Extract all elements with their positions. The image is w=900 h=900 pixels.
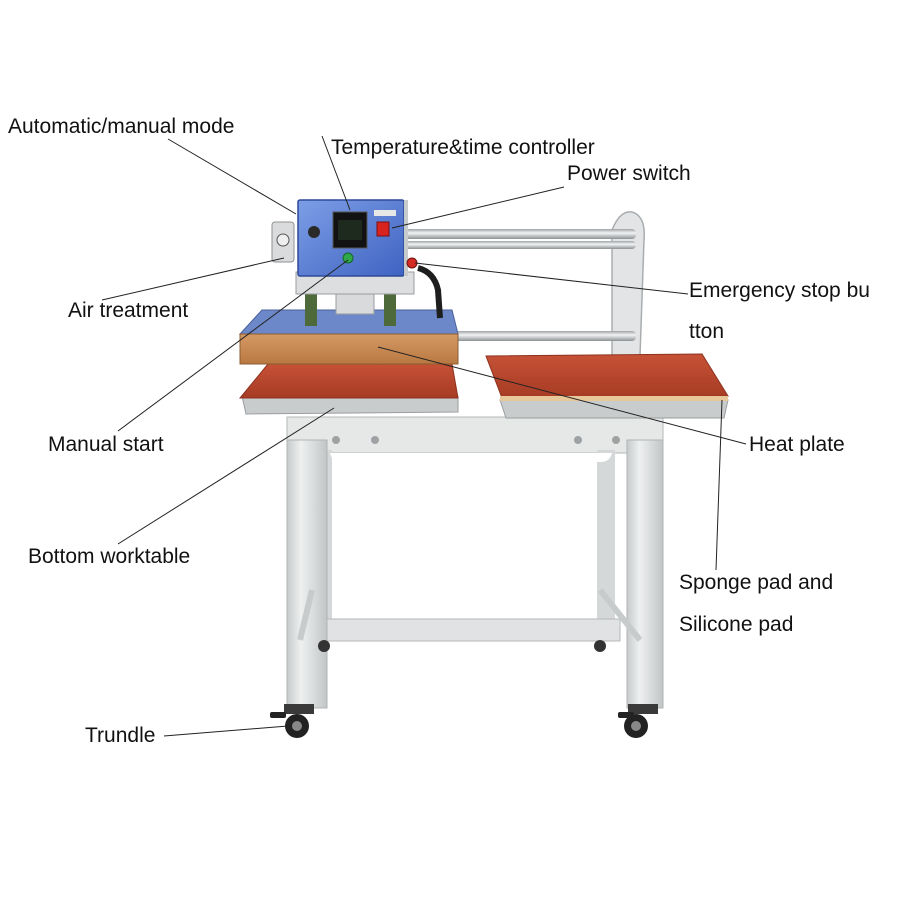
leader-trundle bbox=[163, 725, 289, 737]
table-arch bbox=[330, 453, 612, 462]
leader-air-treatment bbox=[101, 257, 285, 301]
leader-heat-plate bbox=[377, 346, 747, 445]
bolt bbox=[612, 436, 620, 444]
label-sponge-pad-line1: Sponge pad and bbox=[679, 571, 834, 594]
leader-temp-controller bbox=[321, 135, 351, 211]
leader-auto-manual bbox=[167, 138, 297, 215]
left-bottom-plate bbox=[241, 395, 459, 415]
leader-power-switch bbox=[391, 186, 565, 229]
label-emergency-stop-line2: tton bbox=[689, 320, 725, 343]
label-trundle: Trundle bbox=[85, 724, 156, 747]
lower-rail bbox=[440, 331, 636, 341]
label-temp-time-controller: Temperature&time controller bbox=[331, 136, 595, 159]
leader-sponge-pad bbox=[715, 399, 723, 571]
caster-back-left bbox=[318, 640, 330, 652]
label-air-treatment: Air treatment bbox=[68, 299, 189, 322]
label-heat-plate: Heat plate bbox=[749, 433, 845, 456]
back-leg-right bbox=[597, 450, 615, 640]
front-leg-left bbox=[286, 439, 328, 709]
caster-back-right bbox=[594, 640, 606, 652]
spring-left bbox=[305, 292, 317, 326]
leader-lines bbox=[101, 135, 747, 737]
table-top-beam bbox=[286, 416, 664, 454]
leader-bottom-worktable bbox=[117, 407, 335, 545]
side-brace-left bbox=[297, 589, 315, 641]
left-silicone-pad bbox=[238, 363, 459, 399]
bolt bbox=[371, 436, 379, 444]
caster-front-right bbox=[618, 704, 658, 738]
side-brace-right bbox=[597, 588, 643, 642]
label-emergency-stop-line1: Emergency stop bu bbox=[689, 279, 870, 302]
lower-crossbar bbox=[319, 618, 621, 642]
air-hose bbox=[417, 265, 443, 319]
bolt bbox=[574, 436, 582, 444]
tag-plate bbox=[374, 210, 396, 216]
leader-manual-start bbox=[117, 259, 349, 432]
label-auto-manual-mode: Automatic/manual mode bbox=[8, 115, 235, 138]
machine-illustration bbox=[238, 199, 729, 738]
caster-front-left bbox=[270, 704, 314, 738]
label-power-switch: Power switch bbox=[567, 162, 691, 185]
label-bottom-worktable: Bottom worktable bbox=[28, 545, 191, 568]
spring-right bbox=[384, 292, 396, 326]
air-gauge bbox=[276, 233, 290, 247]
upper-rail-2 bbox=[404, 241, 636, 249]
side-panel bbox=[404, 200, 408, 276]
right-pad-edge bbox=[500, 396, 728, 401]
display-screen bbox=[338, 220, 362, 240]
label-manual-start: Manual start bbox=[48, 433, 164, 456]
upper-rail bbox=[404, 229, 636, 239]
label-sponge-pad-line2: Silicone pad bbox=[679, 613, 794, 636]
right-silicone-pad bbox=[485, 353, 729, 399]
manual-start-button bbox=[342, 252, 354, 264]
mode-knob bbox=[308, 226, 320, 238]
power-switch-control bbox=[376, 221, 390, 237]
bolt bbox=[332, 436, 340, 444]
leader-emergency-stop bbox=[414, 262, 689, 295]
front-leg-right bbox=[626, 439, 664, 709]
